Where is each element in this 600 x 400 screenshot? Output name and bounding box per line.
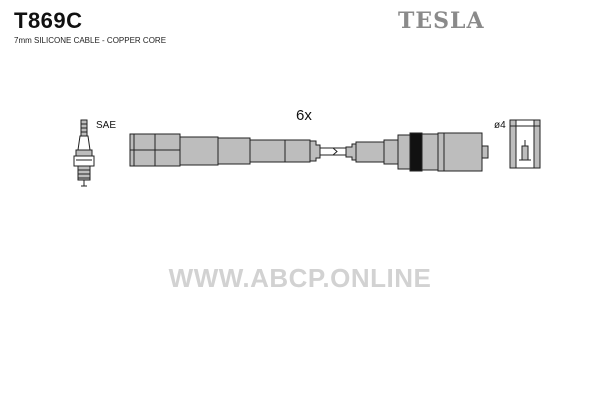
plug-boot: [179, 136, 321, 166]
cable-spec-subtitle: 7mm SILICONE CABLE - COPPER CORE: [14, 36, 167, 45]
ignition-cable: [129, 132, 489, 172]
quantity-label: 6x: [296, 107, 312, 124]
terminal-diameter-label: ø4: [494, 120, 506, 131]
watermark-text: WWW.ABCP.ONLINE: [168, 263, 432, 293]
spark-plug-label: SAE: [96, 120, 116, 131]
spark-plug-icon: [73, 119, 95, 187]
brand-logo: TESLA: [398, 8, 485, 34]
terminal-section-icon: [509, 119, 541, 169]
coil-boot: [345, 132, 489, 172]
plug-boot-connector: [129, 133, 181, 167]
cable-wire: [320, 147, 346, 156]
part-code: T869C: [14, 8, 83, 33]
